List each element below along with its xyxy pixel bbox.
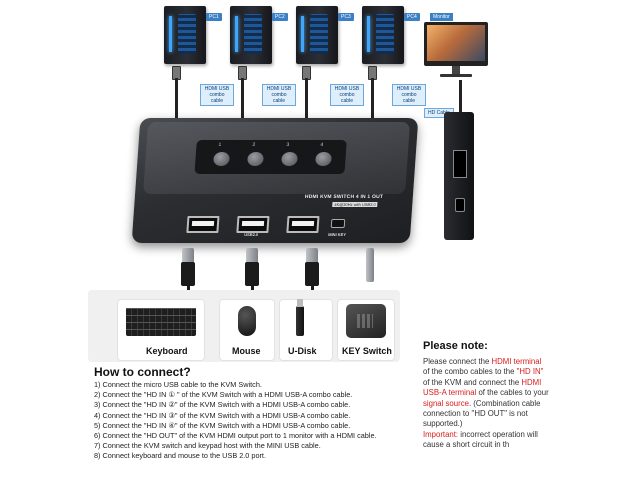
kvm-switch: 1 2 3 4 HDMI KVM SWITCH 4 IN 1 OUT 4K@30… <box>131 118 419 243</box>
step-7: 7) Connect the KVM switch and keypad hos… <box>94 441 321 451</box>
monitor-base <box>440 74 472 77</box>
step-8: 8) Connect keyboard and mouse to the USB… <box>94 451 266 461</box>
kvm-title: HDMI KVM SWITCH 4 IN 1 OUT <box>304 194 384 200</box>
pc-1-cable-tag: HDMI USB combo cable <box>200 84 234 106</box>
note-highlight-signal-source: signal source <box>423 398 469 408</box>
usb-plug-1-body <box>181 262 195 286</box>
kvm-subtitle: 4K@30Hz with USB2.0 <box>332 202 378 207</box>
pc-3-tower <box>296 6 338 64</box>
note-highlight-important: Important: <box>423 429 459 439</box>
pc-3-tag: PC3 <box>338 13 354 21</box>
note-text-3: of the KVM and connect the <box>423 377 522 387</box>
mini-port-label: MINI KEY <box>328 232 347 237</box>
udisk-label: U-Disk <box>288 346 317 356</box>
button-3-number: 3 <box>286 142 290 148</box>
keyboard-label: Keyboard <box>146 346 188 356</box>
mini-usb-port <box>330 219 346 228</box>
button-4-number: 4 <box>320 142 324 148</box>
usb-port-1 <box>186 216 220 233</box>
monitor-cable <box>459 80 462 112</box>
note-text-5: . (Combination cable connection to "HD O… <box>423 398 541 429</box>
note-highlight-hdmi-terminal: HDMI terminal <box>491 357 542 366</box>
usb-port-3 <box>286 216 320 233</box>
usb-port-label: USB2.0 <box>244 232 259 237</box>
pc-2-cable <box>241 78 244 118</box>
how-to-connect-steps: 1) Connect the micro USB cable to the KV… <box>94 380 377 462</box>
pc-4-cable-tag: HDMI USB combo cable <box>392 84 426 106</box>
monitor-stand <box>452 66 460 74</box>
kvm-button-2[interactable] <box>247 152 264 166</box>
pc-1-tower <box>164 6 206 64</box>
step-2: 2) Connect the "HD IN ① " of the KVM Swi… <box>94 390 353 400</box>
udisk-tile <box>280 300 332 360</box>
step-3: 3) Connect the "HD IN ②" of the KVM Swit… <box>94 400 351 410</box>
pc-1-tag: PC1 <box>206 13 222 21</box>
how-to-connect-title: How to connect? <box>94 365 191 379</box>
kvm-button-4[interactable] <box>315 152 332 166</box>
mouse-image <box>238 306 256 336</box>
key-switch-label: KEY Switch <box>342 346 392 356</box>
button-1-number: 1 <box>218 142 222 148</box>
note-text-2: of the combo cables to the <box>423 367 517 377</box>
usb-plug-3-body <box>305 262 319 286</box>
kvm-button-panel: 1 2 3 4 <box>194 140 347 174</box>
usb-plug-2-body <box>245 262 259 286</box>
pc-3-cable-tag: HDMI USB combo cable <box>330 84 364 106</box>
keyboard-image <box>126 308 196 336</box>
mini-usb-plug <box>366 248 374 282</box>
step-1: 1) Connect the micro USB cable to the KV… <box>94 380 262 389</box>
note-highlight-hd-in: "HD IN" <box>516 367 544 377</box>
note-body: Please connect the HDMI terminal of the … <box>423 357 549 451</box>
pc-1-cable <box>175 78 178 118</box>
button-2-number: 2 <box>252 142 256 148</box>
pc-4-cable <box>371 78 374 118</box>
pc-4-tower <box>362 6 404 64</box>
step-4: 4) Connect the "HD IN ③" of the KVM Swit… <box>94 410 351 420</box>
pc-2-cable-tag: HDMI USB combo cable <box>262 84 296 106</box>
key-switch-image <box>346 304 386 338</box>
note-text-4: of the cables to your <box>476 388 549 398</box>
pc-4-tag: PC4 <box>404 13 420 21</box>
kvm-button-3[interactable] <box>281 152 298 166</box>
note-highlight-usb-a-terminal: HDMI USB-A terminal <box>423 377 542 398</box>
step-6: 6) Connect the "HD OUT" of the KVM HDMI … <box>94 431 377 441</box>
micro-usb-port <box>455 198 465 212</box>
monitor <box>424 22 488 66</box>
kvm-button-1[interactable] <box>213 152 230 166</box>
note-text-1: Please connect the <box>423 357 492 366</box>
monitor-screen <box>427 25 485 61</box>
step-5: 5) Connect the "HD IN ④" of the KVM Swit… <box>94 420 351 430</box>
pc-3-cable <box>305 78 308 118</box>
udisk-image <box>296 299 304 336</box>
mouse-label: Mouse <box>232 346 261 356</box>
hdmi-out-port <box>453 150 467 178</box>
note-title: Please note: <box>423 340 488 352</box>
pc-2-tower <box>230 6 272 64</box>
pc-2-tag: PC2 <box>272 13 288 21</box>
monitor-tag: Monitor <box>430 13 453 21</box>
hdmi-out-side-panel <box>444 112 474 240</box>
note-text-6: incorrect operation will cause a short c… <box>423 429 538 450</box>
usb-port-2 <box>236 216 270 233</box>
